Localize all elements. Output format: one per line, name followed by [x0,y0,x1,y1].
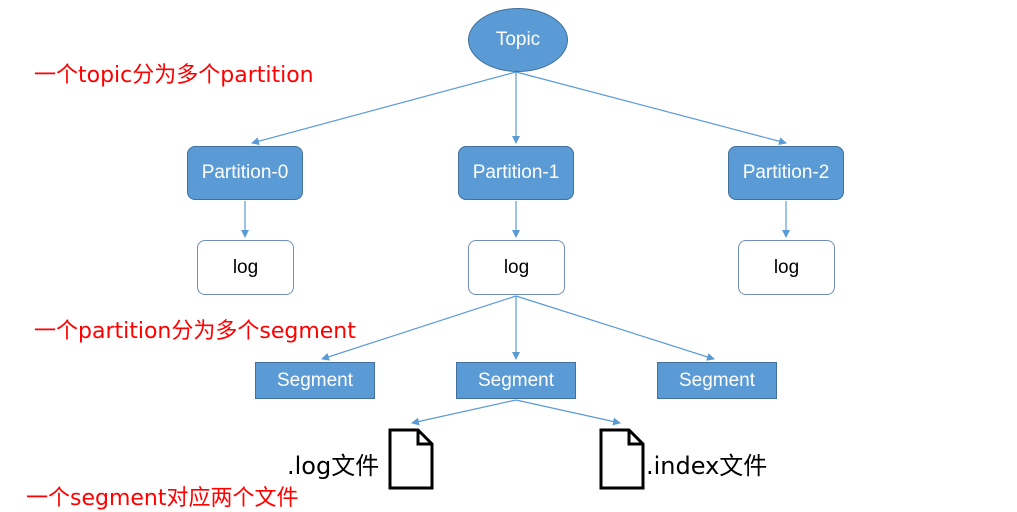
topic-node: Topic [468,8,568,72]
segment-node-1: Segment [456,362,576,399]
segment-label: Segment [678,369,756,391]
log-label: log [232,256,259,278]
edge-segment-log-file [411,399,517,426]
log-label: log [503,256,530,278]
partition-node-0: Partition-0 [187,146,303,200]
segment-note: 一个segment对应两个文件 [26,486,299,511]
topic-note: 一个topic分为多个partition [34,63,314,88]
edge-topic-partition-2 [515,71,787,146]
topic-label: Topic [495,29,541,50]
partition-node-2: Partition-2 [728,146,844,200]
partition-node-1: Partition-1 [458,146,574,200]
edge-log-segment-2 [515,295,715,361]
segment-node-2: Segment [657,362,777,399]
segment-label: Segment [477,369,555,391]
partition-label: Partition-1 [472,162,560,183]
partition-note: 一个partition分为多个segment [34,319,356,344]
segment-label: Segment [276,369,354,391]
partition-label: Partition-2 [742,162,830,183]
log-node-0: log [197,240,294,295]
document-icon [388,428,434,490]
edge-segment-index-file [515,399,621,426]
document-icon [599,428,645,490]
log-node-2: log [738,240,835,295]
edge-topic-partition-0 [251,71,517,146]
segment-node-0: Segment [255,362,375,399]
log-file-label: .log文件 [287,452,380,480]
partition-label: Partition-0 [201,162,289,183]
edge-log-segment-0 [321,295,517,361]
index-file-label: .index文件 [646,452,768,480]
log-node-1: log [468,240,565,295]
log-label: log [773,256,800,278]
